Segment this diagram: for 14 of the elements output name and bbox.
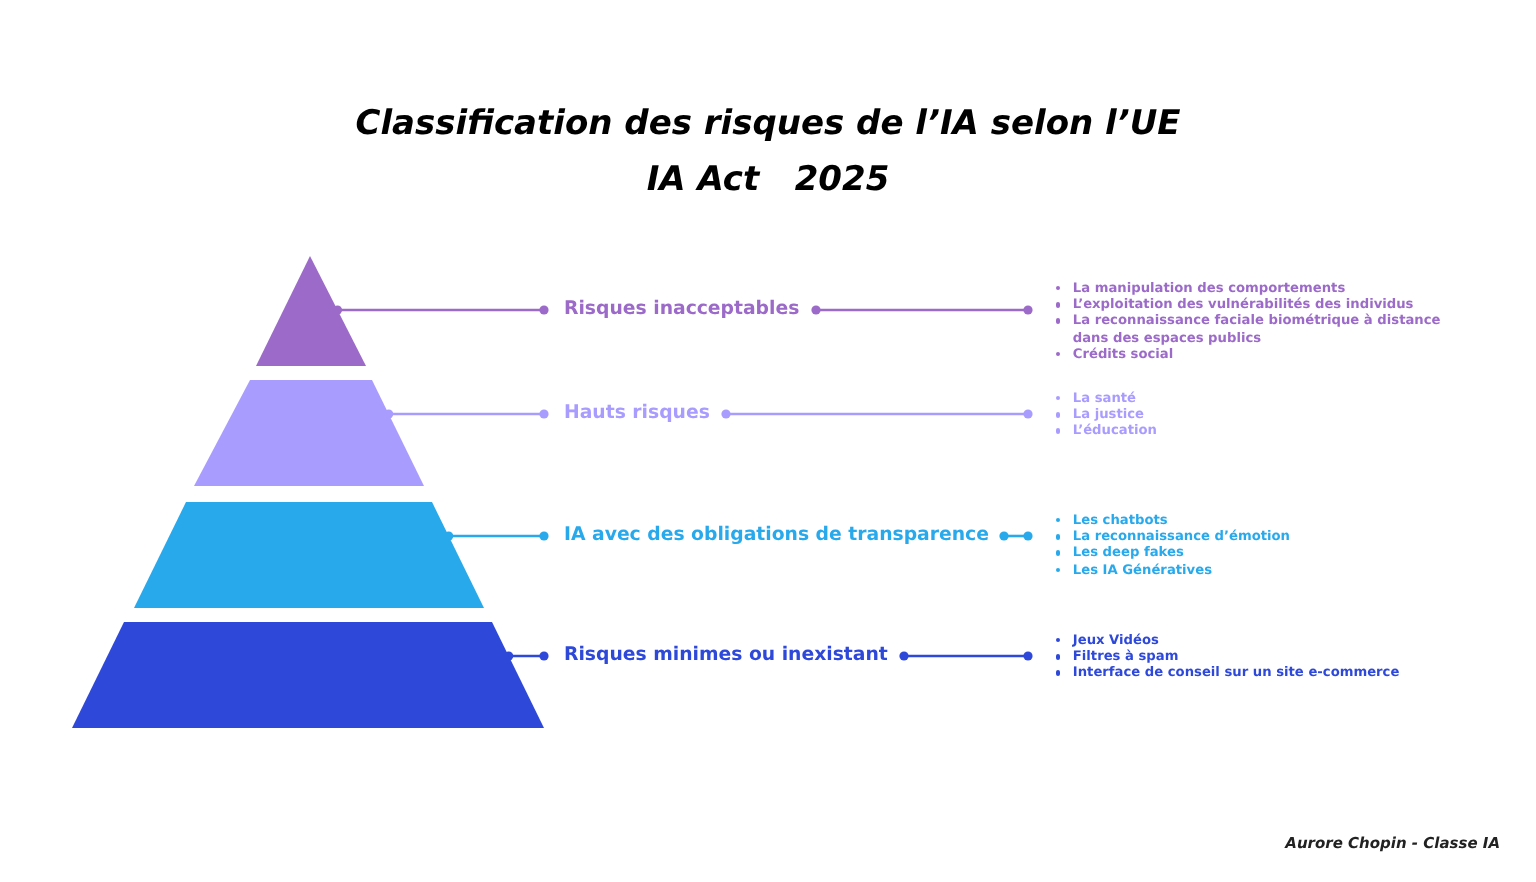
connector-line	[721, 409, 1033, 419]
connector-line	[444, 531, 549, 541]
connector-line	[384, 409, 549, 419]
risk-level-label: Hauts risques	[564, 400, 710, 428]
connector-line	[999, 531, 1033, 541]
connector-line	[899, 651, 1033, 661]
risk-level-label: Risques minimes ou inexistant	[564, 642, 888, 670]
subtitle: IA Act 2025	[644, 160, 892, 200]
risk-level-label: Risques inacceptables	[564, 296, 800, 324]
connector-line	[332, 305, 549, 315]
risk-level-label: IA avec des obligations de transparence	[564, 522, 989, 550]
connector-line	[504, 651, 549, 661]
connector-line	[811, 305, 1033, 315]
title: Classification des risques de l’IA selon l’UE	[353, 104, 1183, 144]
